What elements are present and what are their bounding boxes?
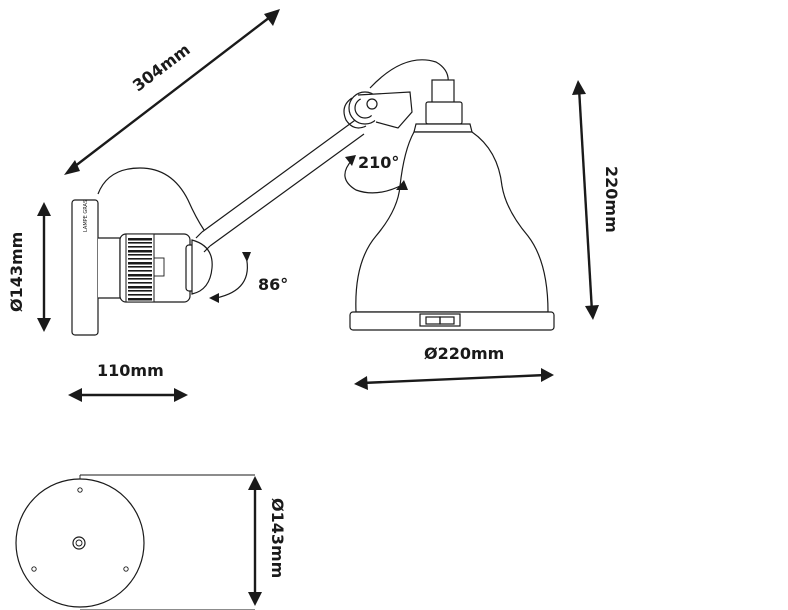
cable-lower xyxy=(97,167,205,231)
label-base-depth: 110mm xyxy=(97,361,164,380)
base-stem xyxy=(98,237,121,299)
barrel-stripe xyxy=(128,274,152,277)
label-rotation-shade: 210° xyxy=(358,153,399,172)
rotation-86-arrow xyxy=(209,252,251,303)
barrel-stripe xyxy=(128,278,152,280)
shade-diameter-arrow xyxy=(354,368,554,390)
label-arm-length: 304mm xyxy=(129,40,194,95)
knurled-barrel xyxy=(119,233,199,303)
barrel-stripe xyxy=(128,282,152,284)
barrel-stripe xyxy=(128,258,152,260)
barrel-stripe xyxy=(128,254,152,256)
barrel-stripe xyxy=(128,250,152,253)
brand-mark: LAMPE GRAS xyxy=(83,200,89,232)
barrel-stripe xyxy=(128,262,152,265)
rotation-210-arrow xyxy=(344,155,408,194)
shade-height-arrow xyxy=(572,80,599,320)
base-height-arrow xyxy=(37,202,51,332)
cable-upper xyxy=(369,59,449,89)
rim-clip xyxy=(419,313,461,327)
label-plate-diameter: Ø143mm xyxy=(268,498,287,578)
barrel-stripe xyxy=(128,238,152,241)
barrel-stripe xyxy=(128,270,152,272)
barrel-stripe xyxy=(128,242,152,244)
label-base-height: Ø143mm xyxy=(7,232,26,312)
arm-joint xyxy=(191,239,213,295)
barrel-stripe xyxy=(128,286,152,289)
plate-diameter-arrow xyxy=(248,476,262,606)
shade-hinge xyxy=(343,91,413,129)
barrel-stripe xyxy=(128,290,152,292)
label-rotation-arm: 86° xyxy=(258,275,288,294)
barrel-stripe xyxy=(128,294,152,296)
barrel-stripe xyxy=(128,298,152,301)
lamp-arm xyxy=(195,117,365,253)
label-shade-height: 220mm xyxy=(602,166,621,233)
shade-socket xyxy=(413,79,473,133)
base-depth-arrow xyxy=(68,388,188,402)
barrel-stripe xyxy=(128,266,152,268)
label-shade-diameter: Ø220mm xyxy=(424,344,504,363)
barrel-stripe xyxy=(128,246,152,248)
wall-plate-front xyxy=(15,474,255,610)
arm-length-arrow xyxy=(64,9,280,175)
